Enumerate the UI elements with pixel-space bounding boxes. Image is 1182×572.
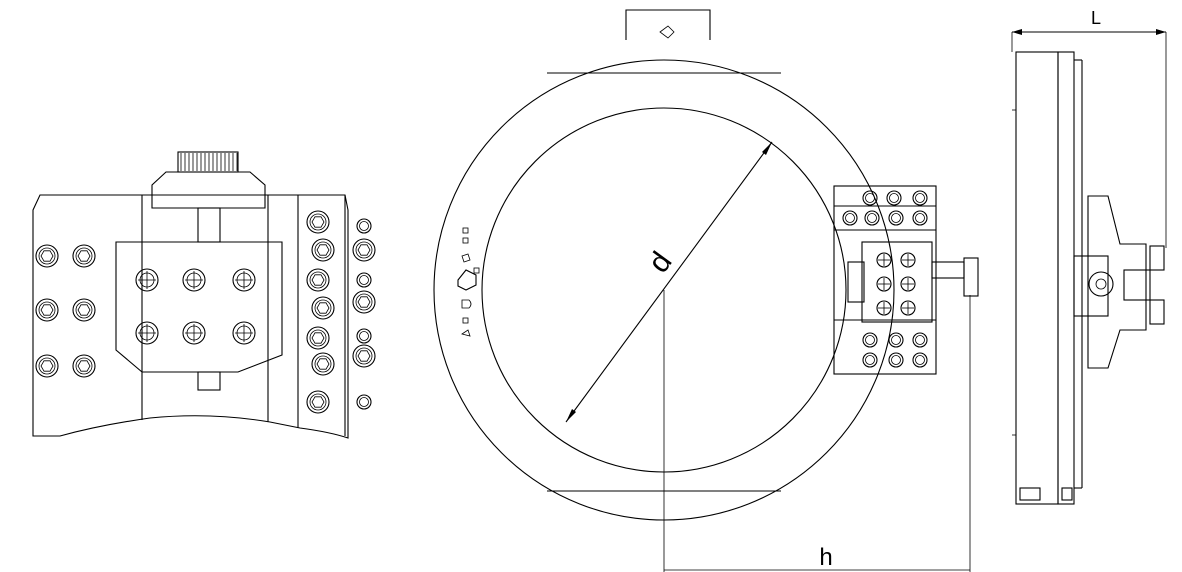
- scale-marks: [457, 227, 480, 337]
- diameter-label: d: [642, 246, 679, 279]
- clamp-side-view: [32, 151, 376, 439]
- knurled-knob: [151, 151, 266, 391]
- length-label: L: [1091, 8, 1101, 28]
- ring-side-view: L: [1011, 8, 1167, 505]
- ring-front-view: d h: [433, 9, 979, 572]
- height-label: h: [819, 544, 832, 571]
- ring-clamp: [833, 185, 979, 375]
